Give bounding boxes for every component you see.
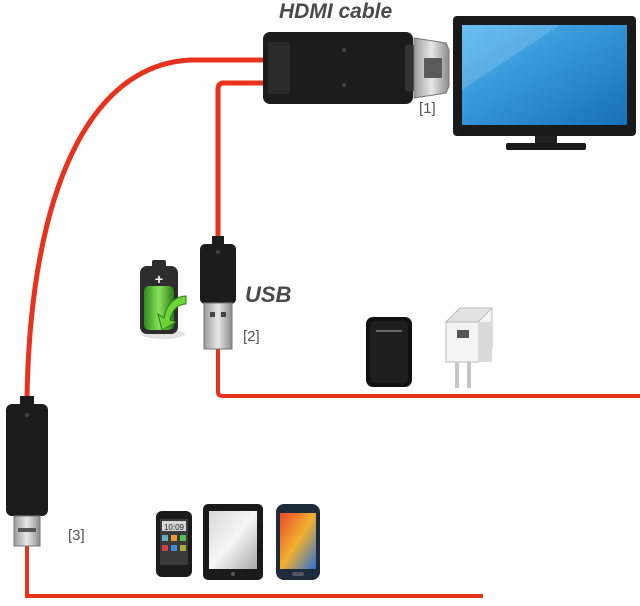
battery-charge-icon: +: [140, 260, 187, 339]
hdmi-cable-label: HDMI cable: [279, 0, 393, 23]
ref-label-2: [2]: [243, 328, 260, 345]
svg-text:+: +: [155, 271, 163, 287]
monitor-icon: [453, 16, 636, 150]
svg-text:10:09: 10:09: [164, 523, 185, 532]
wall-charger-icon: [444, 307, 494, 388]
smartphone-icon: 10:09: [156, 511, 192, 577]
cable-main: [24, 57, 271, 403]
hdmi-connector: [263, 32, 450, 104]
tablet-icon: [203, 504, 263, 580]
usb-connector: [200, 236, 236, 350]
cable-usb-line: [216, 348, 640, 398]
ref-label-3: [3]: [68, 527, 85, 544]
micro-usb-connector: [6, 396, 48, 547]
cable-micro-line: [25, 545, 483, 598]
cable-usb-branch: [215, 80, 268, 238]
ref-label-1: [1]: [419, 100, 436, 117]
usb-label: USB: [245, 282, 292, 307]
android-phone-icon: [276, 504, 320, 580]
power-bank-icon: [366, 317, 412, 387]
